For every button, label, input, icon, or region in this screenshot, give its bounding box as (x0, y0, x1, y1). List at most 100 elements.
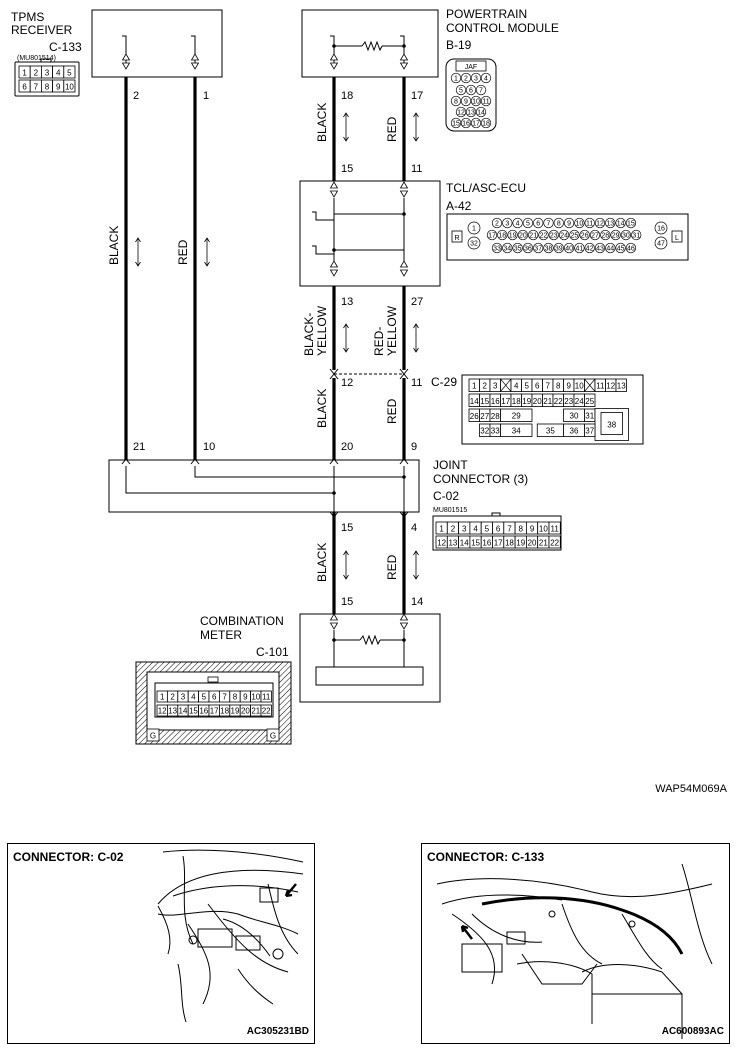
c29-pin-label: 31 (585, 412, 594, 421)
pcm-pin-label: 9 (464, 99, 468, 106)
joint-pin-label: 6 (496, 525, 501, 534)
c29-pin-label: 9 (567, 382, 572, 391)
pin-joint-15: 15 (341, 522, 353, 534)
pcm-pin-label: 8 (454, 99, 458, 106)
joint-pin-label: 9 (530, 525, 535, 534)
pcm-pin-label: 6 (469, 88, 473, 95)
tcl-pin-label: 1 (472, 226, 476, 233)
joint-pin-label: 16 (482, 539, 491, 548)
pcm-pin-label: 3 (474, 76, 478, 83)
tcl-pin-label: 7 (547, 221, 551, 228)
joint-pin-label: 5 (485, 525, 490, 534)
meter-pin-label: 6 (212, 693, 217, 702)
meter-pin-label: 10 (251, 693, 260, 702)
tcl-pin-label: 38 (545, 246, 553, 253)
c29-pin-label: 28 (491, 412, 500, 421)
color-c29-black: BLACK (315, 389, 329, 428)
color-tpms-red: RED (176, 239, 190, 265)
pin-joint-10: 10 (203, 441, 215, 453)
c29-pin-label: 13 (617, 382, 626, 391)
c29-pin-label: 22 (554, 397, 563, 406)
tcl-connector-id: A-42 (446, 199, 472, 213)
c29-pin-label: 26 (470, 412, 479, 421)
pin-meter-15: 15 (341, 596, 353, 608)
pin-tcl-11: 11 (411, 163, 422, 175)
tcl-pin-label: 28 (601, 233, 609, 240)
tcl-pin (558, 229, 570, 241)
joint-pin-label: 21 (539, 539, 548, 548)
tcl-pin-label: 6 (536, 221, 540, 228)
meter-pin-label: 2 (170, 693, 175, 702)
pcm-pin (450, 117, 462, 129)
pin-joint-20: 20 (341, 441, 353, 453)
tcl-pin-label: 30 (622, 233, 630, 240)
tcl-pin (654, 236, 668, 250)
pcm-pin-label: 4 (484, 76, 488, 83)
pcm-pin-label: 11 (482, 99, 489, 106)
color-pcm-black: BLACK (315, 103, 329, 142)
tcl-pin-label: 35 (514, 246, 522, 253)
pcm-name-2: CONTROL MODULE (446, 21, 559, 35)
c29-pin-label: 1 (472, 382, 477, 391)
c29-pin-label: 4 (514, 382, 519, 391)
joint-pin-label: 19 (516, 539, 525, 548)
tcl-pin-label: 21 (529, 233, 537, 240)
joint-pin-label: 10 (539, 525, 548, 534)
tcl-pin (605, 217, 616, 229)
pin-meter-14: 14 (411, 596, 423, 608)
color-c29-red: RED (385, 398, 399, 424)
c29-pin-label: 25 (585, 397, 594, 406)
meter-pin-label: 3 (181, 693, 186, 702)
joint-name-1: JOINT (433, 458, 468, 472)
tcl-pin-label: 33 (493, 246, 501, 253)
joint-pin-label: 17 (494, 539, 503, 548)
c29-pin-label: 2 (483, 382, 488, 391)
tcl-pin (563, 217, 575, 229)
pcm-pin (460, 117, 472, 129)
pcm-badge: JAF (465, 64, 477, 71)
joint-pin-label: 12 (437, 539, 446, 548)
tcl-pin (605, 242, 616, 254)
tcl-pin-label: 20 (519, 233, 527, 240)
c29-pin-label: 23 (564, 397, 573, 406)
tcl-pin (522, 242, 534, 254)
console-sketch-c133 (436, 863, 713, 1039)
combination-meter-box (299, 613, 441, 703)
meter-pin-label: 13 (168, 707, 177, 716)
panel-c133-title: CONNECTOR: C-133 (427, 850, 545, 864)
pcm-pin-label: 2 (464, 76, 468, 83)
tcl-pin-label: 41 (576, 246, 584, 253)
tcl-pin-label: 17 (488, 233, 496, 240)
tcl-pin (625, 217, 637, 229)
tpms-pin-label: 7 (34, 83, 39, 92)
meter-pin-label: 21 (251, 707, 260, 716)
tcl-right-mark: L (675, 235, 679, 242)
pcm-pin-label: 18 (482, 121, 490, 128)
c29-pin-label: 32 (480, 427, 489, 436)
tcl-pin (620, 229, 632, 241)
c29-pin-label: 8 (556, 382, 561, 391)
joint-pin-label: 15 (471, 539, 480, 548)
pin-joint-4: 4 (411, 522, 417, 534)
tcl-pin (507, 229, 518, 241)
joint-internal (121, 458, 409, 518)
meter-pin-label: 11 (262, 693, 271, 702)
pin-pcm-17: 17 (411, 90, 423, 102)
tcl-pin-label: 23 (550, 233, 558, 240)
color-tpms-black: BLACK (107, 226, 121, 265)
tpms-cell (63, 79, 76, 93)
pcm-pin (480, 95, 492, 107)
tcl-pin (491, 217, 503, 229)
pcm-pin (460, 72, 472, 84)
panel-connector-c133: CONNECTOR: C-133 AC600893AC (421, 843, 730, 1044)
joint-name-2: CONNECTOR (3) (433, 472, 528, 486)
c29-pin-marks (329, 368, 409, 380)
panel-c02-code: AC305231BD (246, 1026, 309, 1037)
joint-connector-id: C-02 (433, 489, 459, 503)
tcl-pin (548, 229, 559, 241)
tcl-asc-ecu-box (299, 180, 441, 287)
meter-pin-label: 8 (233, 693, 238, 702)
c29-pin-label: 11 (596, 382, 605, 391)
c29-pin-label: 10 (575, 382, 584, 391)
